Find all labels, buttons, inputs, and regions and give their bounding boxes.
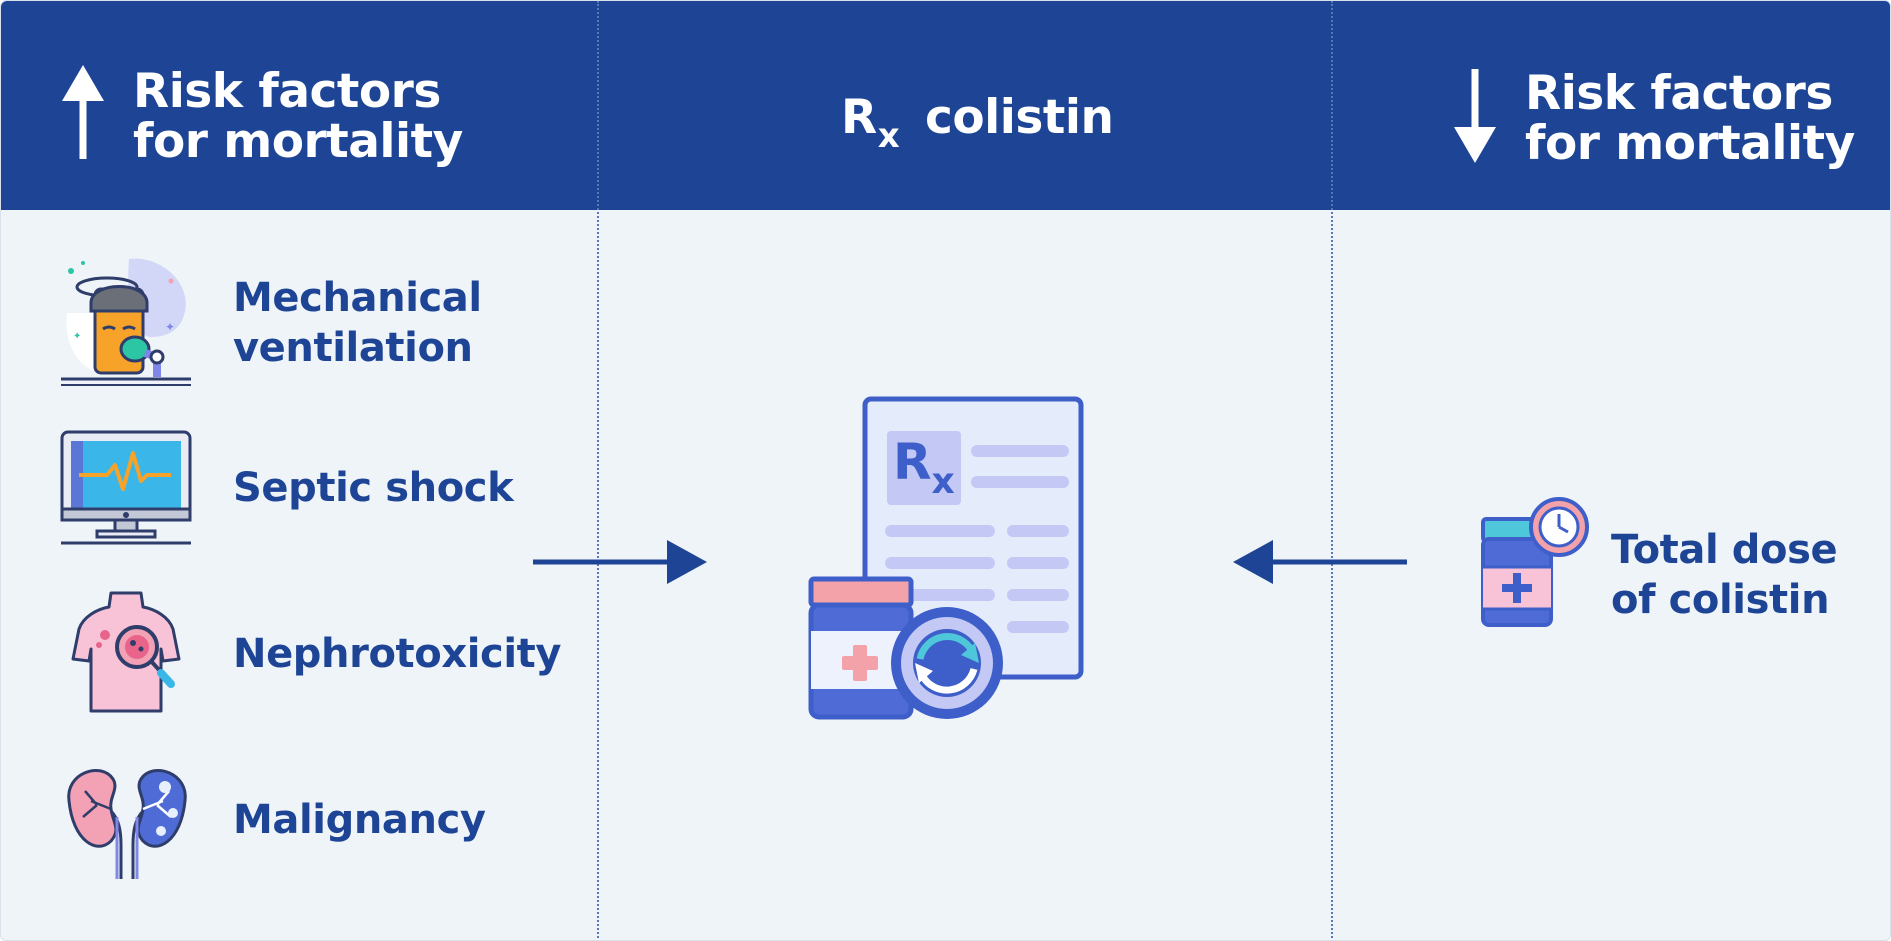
risk-item-malignancy: Malignancy — [233, 795, 486, 845]
prescription-rx-label: Rx — [893, 437, 955, 502]
rx-symbol-r: R — [841, 90, 877, 145]
protective-item-total-dose: Total dose of colistin — [1611, 525, 1838, 625]
header-bar — [1, 1, 1890, 210]
header-right-line1: Risk factors — [1525, 66, 1833, 121]
risk-item-line1: Septic shock — [233, 465, 514, 511]
up-arrow-icon — [62, 65, 104, 159]
header-left-line1: Risk factors — [133, 64, 441, 119]
risk-item-nephrotoxicity: Nephrotoxicity — [233, 629, 561, 679]
svg-text:✦: ✦ — [165, 320, 175, 334]
header-left-title: Risk factors for mortality — [133, 67, 463, 167]
ventilated-patient-icon: ✦ ✦ — [61, 258, 191, 386]
header-center-title: Rx colistin — [841, 90, 1114, 157]
down-arrow-icon — [1454, 69, 1496, 163]
body-inspection-icon — [71, 591, 181, 713]
header-right-line2: for mortality — [1525, 116, 1855, 171]
header-right-title: Risk factors for mortality — [1525, 69, 1855, 169]
protective-item-line1: Total dose — [1611, 527, 1838, 573]
medicine-bottle-clock-icon — [1481, 497, 1589, 627]
left-arrow-icon — [1233, 540, 1407, 584]
heart-monitor-icon — [60, 430, 192, 545]
prescription-rx-r: R — [893, 433, 932, 491]
rx-symbol-x: x — [877, 116, 900, 156]
prescription-icon — [808, 396, 1084, 720]
right-arrow-icon — [533, 540, 707, 584]
prescription-rx-x: x — [931, 461, 955, 502]
risk-item-line2: ventilation — [233, 325, 473, 371]
header-left-line2: for mortality — [133, 114, 463, 169]
risk-item-mechanical-ventilation: Mechanical ventilation — [233, 273, 482, 373]
column-divider-left — [597, 1, 599, 940]
risk-item-line1: Nephrotoxicity — [233, 631, 562, 677]
risk-item-line1: Mechanical — [233, 275, 482, 321]
risk-item-line1: Malignancy — [233, 797, 486, 843]
drug-name: colistin — [925, 90, 1114, 145]
risk-item-septic-shock: Septic shock — [233, 463, 514, 513]
protective-item-line2: of colistin — [1611, 577, 1830, 623]
kidneys-icon — [67, 769, 187, 879]
svg-text:✦: ✦ — [73, 331, 81, 342]
column-divider-right — [1331, 1, 1333, 940]
